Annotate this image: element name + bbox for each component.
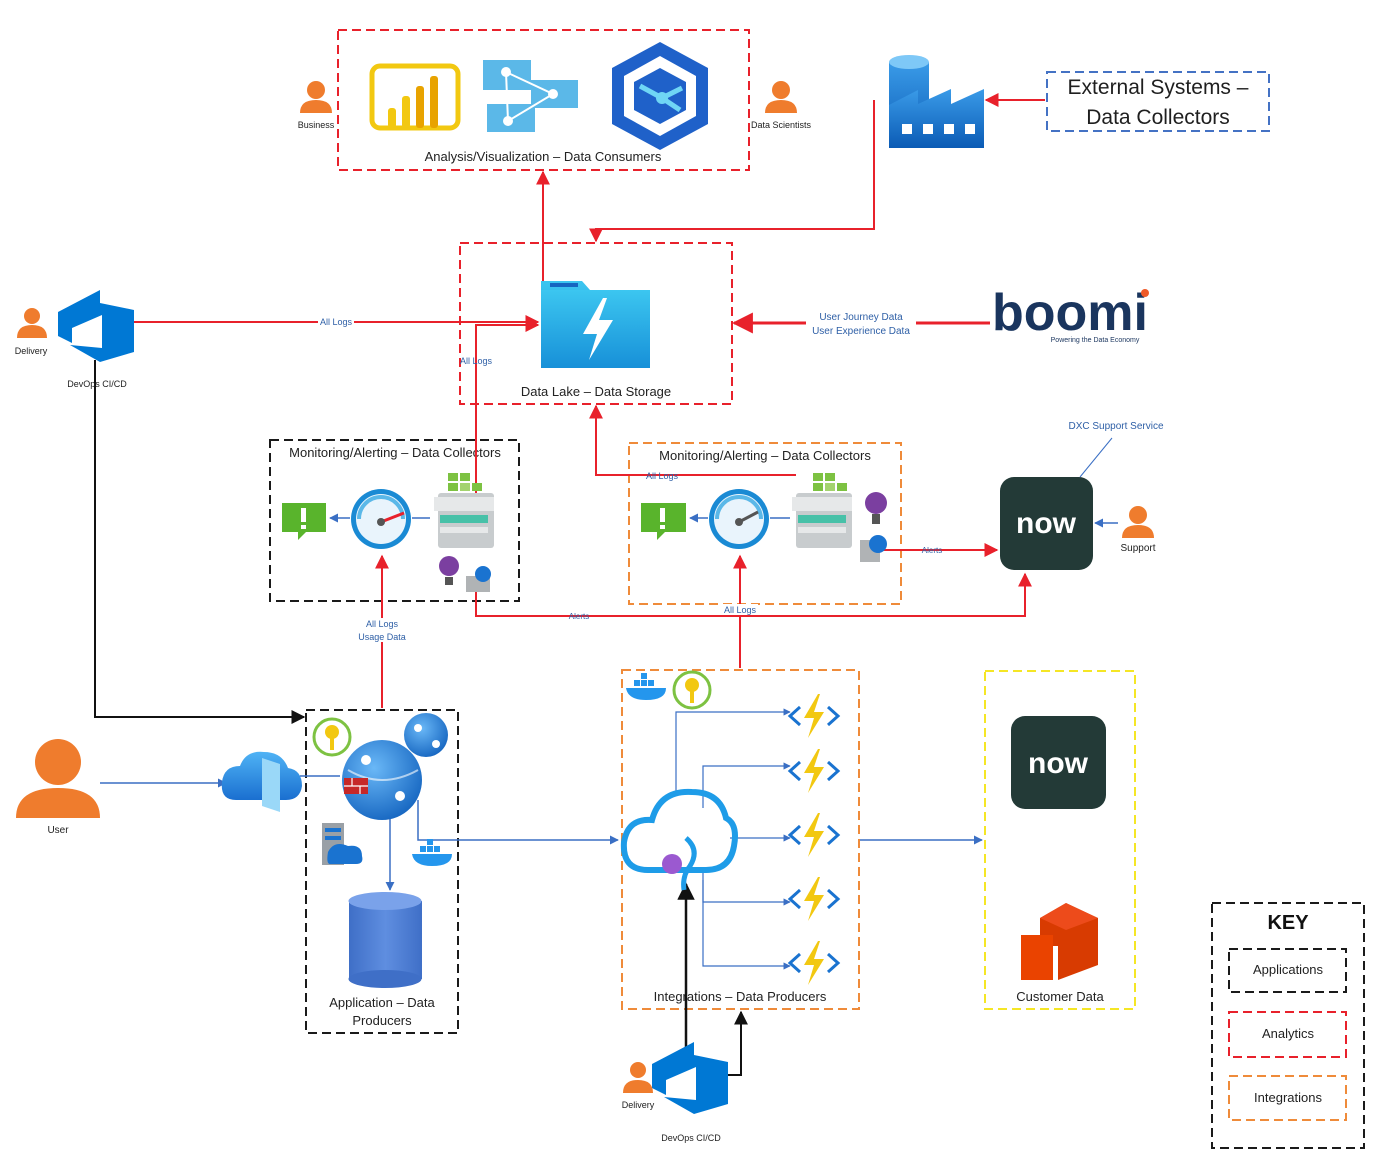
legend-analytics-swatch [1228, 1011, 1347, 1058]
power-bi-icon [369, 63, 461, 131]
devops-top-label: DevOps CI/CD [67, 379, 127, 389]
external-label-line2: Data Collectors [1086, 106, 1230, 129]
application-group: Application – Data Producers [305, 709, 459, 1034]
log-analytics-left-icon [434, 473, 494, 548]
server-cloud-icon [322, 823, 363, 865]
office-storage-icon [1021, 903, 1098, 980]
edge-monright-to-datalake [589, 404, 796, 476]
label-all-logs-integrations: All Logs [724, 605, 757, 615]
azure-function-icon-5 [787, 941, 841, 985]
edge-devops-to-app [94, 360, 306, 724]
servicenow-top-icon: now [1000, 477, 1093, 570]
azure-function-icon-3 [787, 813, 841, 857]
legend-analytics-label: Analytics [1262, 1026, 1315, 1041]
function-icons [787, 694, 841, 985]
analysis-group-label: Analysis/Visualization – Data Consumers [425, 149, 662, 164]
app-insights-left-icon [439, 556, 491, 592]
label-all-logs-usage-1: All Logs [366, 619, 399, 629]
label-user-experience: User Experience Data [812, 326, 910, 337]
connectors [94, 93, 1118, 1076]
person-delivery-top-icon [17, 308, 47, 338]
actor-support-label: Support [1120, 543, 1155, 554]
legend-integrations-swatch [1228, 1075, 1347, 1121]
azure-devops-bottom-icon [652, 1042, 728, 1114]
azure-function-icon-4 [787, 877, 841, 921]
key-vault-app-icon [312, 717, 352, 757]
synapse-icon [612, 42, 708, 150]
actor-business-label: Business [298, 120, 335, 130]
boomi-name: boomi [992, 284, 1148, 342]
person-data-scientists-icon [765, 81, 797, 113]
person-user-icon [16, 739, 100, 818]
edge-alerts-to-now [475, 572, 1032, 617]
edge-app-to-integrations [417, 800, 619, 845]
label-all-logs-usage-2: Usage Data [358, 632, 406, 642]
edge-factory-to-datalake [589, 100, 875, 243]
servicenow-bottom-text: now [1028, 747, 1089, 780]
label-all-logs-top: All Logs [320, 317, 353, 327]
dxc-support-label: DXC Support Service [1068, 421, 1163, 432]
analysis-group: Analysis/Visualization – Data Consumers [337, 29, 750, 171]
legend: KEY Applications Analytics Integrations [1211, 902, 1365, 1149]
alert-left-icon [282, 503, 326, 540]
label-all-logs-right-mon: All Logs [646, 471, 679, 481]
person-support-icon [1122, 506, 1154, 538]
external-systems-group: External Systems – Data Collectors [1046, 71, 1270, 132]
gauge-left-icon [351, 489, 411, 549]
person-business-icon [300, 81, 332, 113]
actor-data-scientists-label: Data Scientists [751, 120, 812, 130]
external-label-line1: External Systems – [1068, 76, 1249, 99]
docker-app-icon [412, 839, 452, 866]
edge-labels: All Logs All Logs User Journey Data User… [318, 309, 942, 642]
front-door-icon [221, 751, 302, 812]
application-label-line1: Application – Data [329, 995, 435, 1010]
customer-data-group: Customer Data [984, 670, 1136, 1010]
legend-title: KEY [1267, 912, 1309, 934]
api-management-cloud-icon [620, 788, 738, 891]
legend-applications-swatch [1228, 948, 1347, 993]
label-all-logs-left: All Logs [460, 356, 493, 366]
actor-delivery-bottom-label: Delivery [622, 1100, 655, 1110]
boomi-logo: boomi Powering the Data Economy [992, 284, 1149, 344]
integrations-group: Integrations – Data Producers [621, 669, 860, 1010]
firewall-icon [344, 778, 368, 794]
label-user-journey: User Journey Data [819, 312, 903, 323]
label-alerts-bottom: Alerts [569, 612, 589, 621]
web-app-small-icon [404, 713, 448, 757]
actor-user-label: User [47, 825, 69, 836]
servicenow-bottom-icon: now [1011, 716, 1106, 809]
monitoring-left-group: Monitoring/Alerting – Data Collectors [269, 439, 520, 602]
label-alerts-right: Alerts [922, 546, 942, 555]
integrations-group-label: Integrations – Data Producers [654, 989, 827, 1004]
docker-integrations-icon [626, 673, 666, 700]
legend-applications-label: Applications [1253, 962, 1324, 977]
azure-function-icon-1 [787, 694, 841, 738]
log-analytics-right-icon [792, 473, 852, 548]
azure-devops-top-icon [58, 290, 134, 362]
azure-function-icon-2 [787, 749, 841, 793]
gauge-right-icon [709, 489, 769, 549]
analysis-services-icon [483, 60, 578, 132]
person-delivery-bottom-icon [623, 1062, 653, 1093]
app-service-globe-icon [342, 740, 422, 820]
servicenow-top-text: now [1016, 507, 1077, 540]
datalake-group-label: Data Lake – Data Storage [521, 384, 671, 399]
edge-monleft-to-datalake [475, 318, 540, 510]
legend-integrations-label: Integrations [1254, 1090, 1322, 1105]
data-factory-icon [889, 55, 984, 148]
alert-right-icon [641, 503, 686, 540]
key-vault-integrations-icon [672, 670, 712, 710]
database-icon [348, 892, 422, 988]
actor-delivery-top-label: Delivery [15, 346, 48, 356]
devops-bottom-label: DevOps CI/CD [661, 1133, 721, 1143]
application-label-line2: Producers [352, 1013, 412, 1028]
data-lake-folder-icon [541, 281, 650, 368]
monitoring-left-label: Monitoring/Alerting – Data Collectors [289, 445, 501, 460]
monitoring-right-label: Monitoring/Alerting – Data Collectors [659, 448, 871, 463]
app-insights-right-icon [860, 492, 887, 562]
monitoring-right-group: Monitoring/Alerting – Data Collectors [628, 442, 902, 605]
boomi-tagline: Powering the Data Economy [1051, 337, 1140, 344]
customer-data-label: Customer Data [1016, 989, 1104, 1004]
